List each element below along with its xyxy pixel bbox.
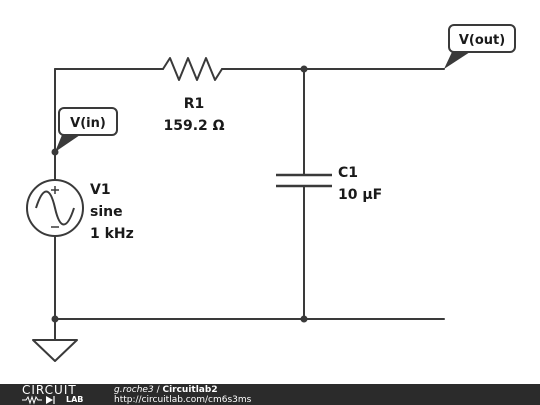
footer-url[interactable]: http://circuitlab.com/cm6s3ms — [114, 395, 252, 405]
footer-separator: / — [153, 385, 163, 395]
circuitlab-logo-bottom: LAB — [66, 395, 84, 404]
v1-frequency-label: 1 kHz — [90, 226, 134, 242]
circuitlab-logo-wave-icon — [22, 395, 55, 405]
ground-icon — [32, 339, 78, 362]
footer-bar: CIRCUIT LAB g.roche3 / Circuitlab2 http:… — [0, 384, 540, 405]
footer-circuit-title[interactable]: Circuitlab2 — [162, 385, 218, 395]
junction-dot-bottom-left — [51, 315, 59, 323]
vout-net-label[interactable]: V(out) — [444, 24, 516, 69]
footer-username[interactable]: g.roche3 — [114, 385, 154, 395]
resistor-r1-symbol — [162, 57, 223, 81]
v1-name-label: V1 — [90, 182, 111, 198]
capacitor-c1-symbol — [276, 173, 332, 188]
r1-name-label: R1 — [184, 96, 205, 112]
sine-source-v1-symbol — [26, 179, 84, 237]
r1-value-label: 159.2 Ω — [163, 118, 224, 134]
vin-net-label-text: V(in) — [70, 116, 106, 131]
footer-meta: g.roche3 / Circuitlab2 http://circuitlab… — [114, 385, 251, 405]
junction-dot-top — [300, 65, 308, 73]
circuitlab-logo-top: CIRCUIT — [22, 383, 77, 397]
c1-name-label: C1 — [338, 165, 358, 181]
c1-value-label: 10 µF — [338, 187, 382, 203]
junction-dot-bottom-right — [300, 315, 308, 323]
circuit-schematic: V(out) V(in) R1 159.2 Ω C1 10 µF V1 sine… — [26, 24, 516, 362]
v1-type-label: sine — [90, 204, 123, 220]
vin-net-label[interactable]: V(in) — [55, 107, 118, 152]
vout-net-label-text: V(out) — [459, 33, 505, 48]
